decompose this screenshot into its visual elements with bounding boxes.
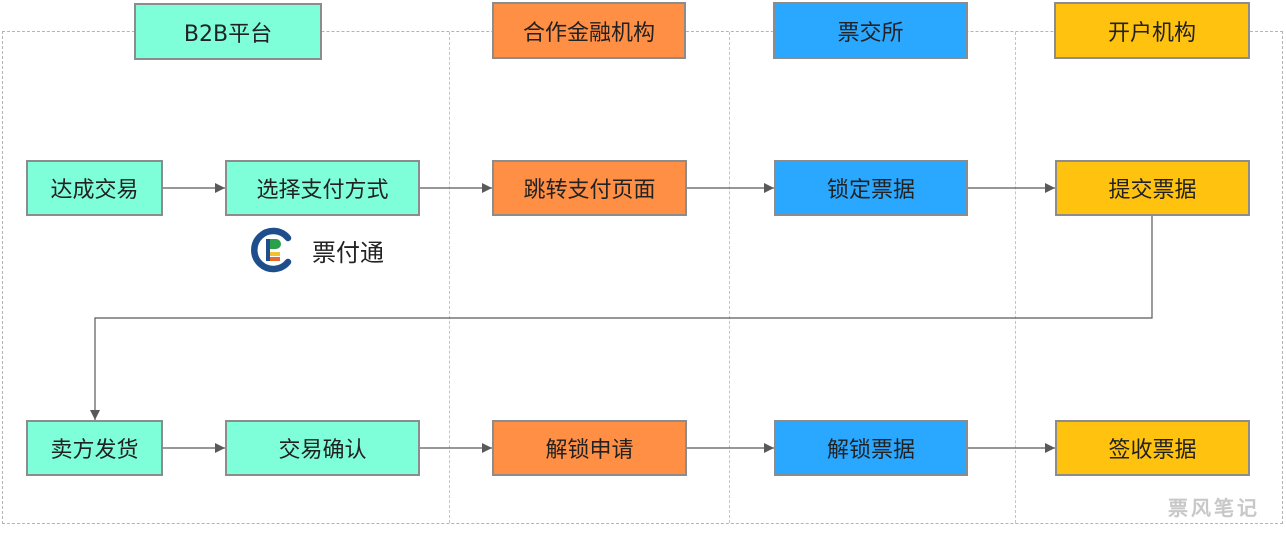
watermark: 票风笔记 (1168, 496, 1260, 520)
lane-divider (1015, 32, 1016, 523)
brand-name: 票付通 (312, 238, 384, 267)
lane-header-b2b: B2B平台 (134, 3, 322, 60)
node-choose-pay: 选择支付方式 (225, 160, 420, 216)
piaofutong-logo-icon (251, 227, 292, 273)
node-jump-pay: 跳转支付页面 (492, 160, 687, 216)
node-lock: 锁定票据 (774, 160, 968, 216)
node-submit: 提交票据 (1055, 160, 1250, 216)
brand-piaofutong: 票付通 (248, 226, 384, 274)
arrow-submit-to-ship (90, 216, 1153, 420)
lane-header-account: 开户机构 (1054, 2, 1250, 59)
node-ship: 卖方发货 (26, 420, 163, 476)
lane-divider (449, 32, 450, 523)
node-unlock: 解锁票据 (774, 420, 968, 476)
lane-header-finance: 合作金融机构 (492, 2, 686, 59)
lane-header-exchange: 票交所 (773, 2, 968, 59)
lane-divider (729, 32, 730, 523)
node-deal: 达成交易 (26, 160, 163, 216)
node-unlock-apply: 解锁申请 (492, 420, 687, 476)
node-confirm: 交易确认 (225, 420, 420, 476)
node-sign: 签收票据 (1055, 420, 1250, 476)
